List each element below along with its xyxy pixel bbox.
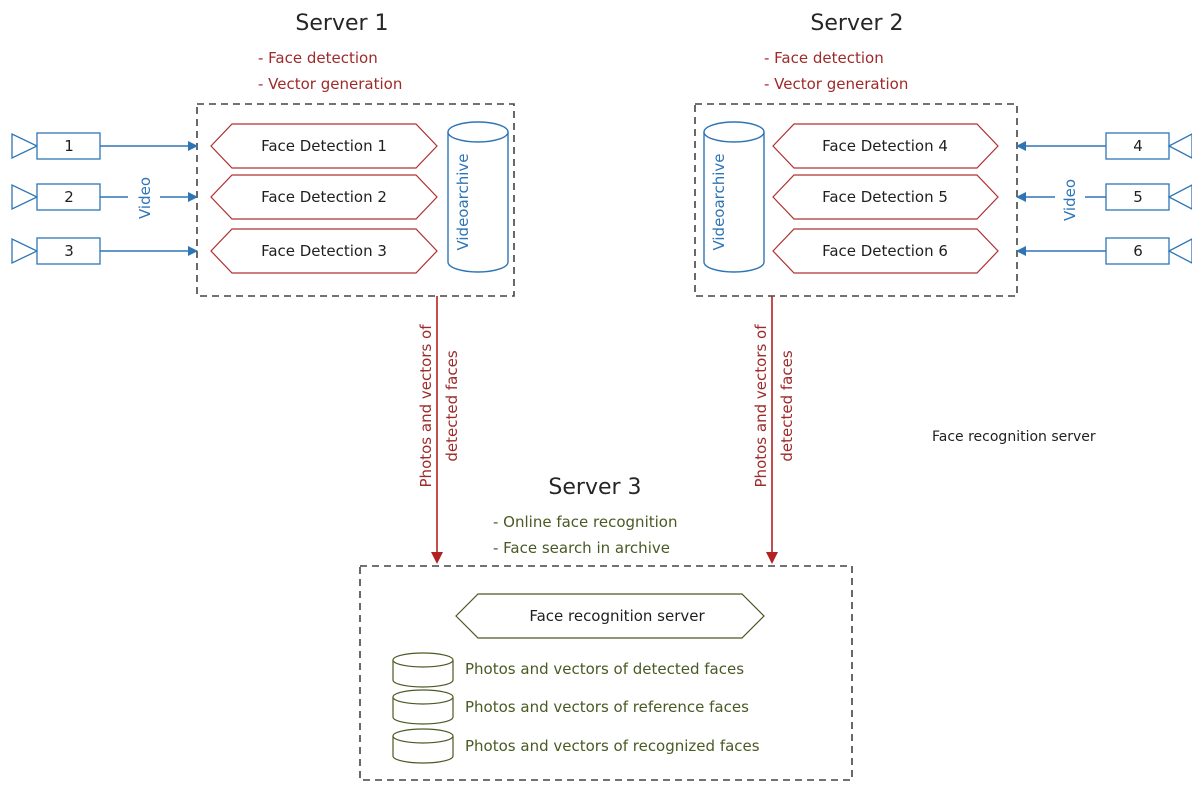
module-label: Face Detection 6 — [822, 242, 948, 260]
module-label: Face Detection 4 — [822, 137, 948, 155]
server-1-output-label-2: detected faces — [443, 350, 461, 461]
server-1-videoarchive: Videoarchive — [447, 121, 509, 273]
server-2-box — [694, 103, 1018, 297]
server-3-feature-2: - Face search in archive — [493, 539, 670, 557]
server-2-videoarchive: Videoarchive — [703, 121, 765, 273]
server-3-feature-1: - Online face recognition — [493, 513, 677, 531]
server-2-video-label: Video — [1061, 179, 1079, 221]
camera-1: 1 — [11, 132, 101, 160]
server-1-video-label: Video — [136, 177, 154, 219]
videoarchive-label: Videoarchive — [710, 153, 728, 250]
server-1-module-3: Face Detection 3 — [210, 228, 438, 274]
camera-number: 3 — [64, 242, 74, 260]
server-1-title: Server 1 — [295, 11, 388, 36]
database-detected-faces: Photos and vectors of detected faces — [392, 652, 744, 688]
side-note: Face recognition server — [932, 429, 1096, 445]
database-label: Photos and vectors of recognized faces — [465, 737, 760, 755]
server-1-module-1: Face Detection 1 — [210, 123, 438, 169]
server-1-module-2: Face Detection 2 — [210, 174, 438, 220]
module-label: Face Detection 2 — [261, 188, 387, 206]
server-1-feature-1: - Face detection — [258, 49, 378, 67]
database-reference-faces: Photos and vectors of reference faces — [392, 689, 749, 725]
camera-2: 2 — [11, 183, 101, 211]
database-recognized-faces: Photos and vectors of recognized faces — [392, 728, 760, 764]
camera-number: 5 — [1133, 188, 1143, 206]
server-2-module-5: Face Detection 5 — [772, 174, 999, 220]
server-1-feature-2: - Vector generation — [258, 75, 402, 93]
server-1-box — [196, 103, 515, 297]
camera-number: 1 — [64, 137, 74, 155]
camera-3: 3 — [11, 237, 101, 265]
camera-5: 5 — [1105, 183, 1192, 211]
server-2-output-label-1: Photos and vectors of — [752, 324, 770, 488]
server-3-box — [359, 565, 853, 781]
server-2-feature-1: - Face detection — [764, 49, 884, 67]
module-label: Face Detection 5 — [822, 188, 948, 206]
server-3: Server 3 - Online face recognition - Fac… — [359, 475, 853, 781]
face-recognition-module: Face recognition server — [455, 593, 765, 639]
server-2-module-6: Face Detection 6 — [772, 228, 999, 274]
videoarchive-label: Videoarchive — [454, 153, 472, 250]
server-2-module-4: Face Detection 4 — [772, 123, 999, 169]
server-1: Server 1 - Face detection - Vector gener… — [11, 11, 515, 564]
module-label: Face Detection 1 — [261, 137, 387, 155]
server-2-title: Server 2 — [810, 11, 903, 36]
server-2-output-label-2: detected faces — [778, 350, 796, 461]
database-label: Photos and vectors of reference faces — [465, 698, 749, 716]
camera-number: 6 — [1133, 242, 1143, 260]
module-label: Face Detection 3 — [261, 242, 387, 260]
camera-number: 4 — [1133, 137, 1143, 155]
camera-6: 6 — [1105, 237, 1192, 265]
database-label: Photos and vectors of detected faces — [465, 660, 744, 678]
server-3-title: Server 3 — [548, 475, 641, 500]
camera-number: 2 — [64, 188, 74, 206]
server-1-output-label-1: Photos and vectors of — [417, 324, 435, 488]
face-recognition-label: Face recognition server — [529, 607, 705, 625]
server-2-feature-2: - Vector generation — [764, 75, 908, 93]
server-2: Server 2 - Face detection - Vector gener… — [694, 11, 1192, 564]
camera-4: 4 — [1105, 132, 1192, 160]
